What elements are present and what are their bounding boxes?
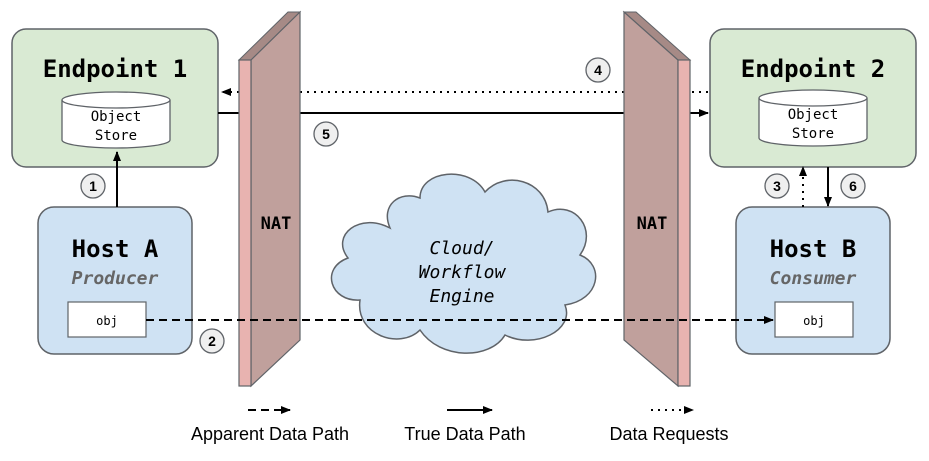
step-badge-3: 3 — [764, 173, 790, 199]
svg-text:6: 6 — [849, 178, 857, 194]
legend-apparent: Apparent Data Path — [191, 406, 349, 444]
svg-text:3: 3 — [773, 178, 781, 194]
endpoint-1-title: Endpoint 1 — [43, 55, 188, 83]
nat-left-label: NAT — [261, 214, 292, 234]
legend-true: True Data Path — [404, 406, 526, 444]
host-b-obj-box — [774, 301, 854, 338]
host-a-title: Host A — [72, 235, 159, 263]
nat-left: NAT — [237, 10, 302, 388]
step-badge-6: 6 — [840, 173, 866, 199]
host-a-role: Producer — [72, 268, 159, 289]
host-a: Host A Producer obj — [37, 206, 193, 355]
legend-requests: Data Requests — [609, 406, 729, 444]
cloud-label-line1: Cloud/ — [429, 238, 494, 259]
object-store-1-line1: Object — [91, 109, 142, 125]
host-b-obj-label: obj — [803, 314, 825, 328]
legend: Apparent Data Path True Data Path Data R… — [191, 406, 729, 444]
nat-right-label: NAT — [637, 214, 668, 234]
step-badge-1: 1 — [80, 173, 106, 199]
host-b: Host B Consumer obj — [735, 206, 891, 355]
legend-requests-label: Data Requests — [609, 424, 728, 444]
step-badge-2: 2 — [199, 328, 225, 354]
object-store-1-line2: Store — [95, 128, 137, 144]
endpoint-2: Endpoint 2 Object Store — [709, 28, 917, 168]
cloud-label-line3: Engine — [429, 286, 494, 307]
legend-true-label: True Data Path — [404, 424, 525, 444]
host-b-role: Consumer — [770, 268, 857, 289]
svg-text:4: 4 — [594, 62, 602, 78]
step-badge-4: 4 — [585, 57, 611, 83]
object-store-2: Object Store — [758, 89, 868, 147]
cloud-label-line2: Workflow — [419, 262, 507, 283]
svg-text:1: 1 — [89, 178, 97, 194]
endpoint-1: Endpoint 1 Object Store — [11, 28, 219, 168]
svg-text:2: 2 — [208, 333, 216, 349]
object-store-2-line2: Store — [792, 126, 834, 142]
nat-right: NAT — [622, 10, 692, 388]
host-b-title: Host B — [770, 235, 857, 263]
endpoint-2-title: Endpoint 2 — [741, 55, 886, 83]
svg-text:5: 5 — [322, 126, 330, 142]
object-store-2-line1: Object — [788, 107, 839, 123]
step-badge-5: 5 — [313, 121, 339, 147]
legend-apparent-label: Apparent Data Path — [191, 424, 349, 444]
object-store-1: Object Store — [61, 91, 171, 149]
host-a-obj-label: obj — [96, 314, 118, 328]
cloud-workflow-engine: Cloud/ Workflow Engine — [330, 173, 597, 354]
